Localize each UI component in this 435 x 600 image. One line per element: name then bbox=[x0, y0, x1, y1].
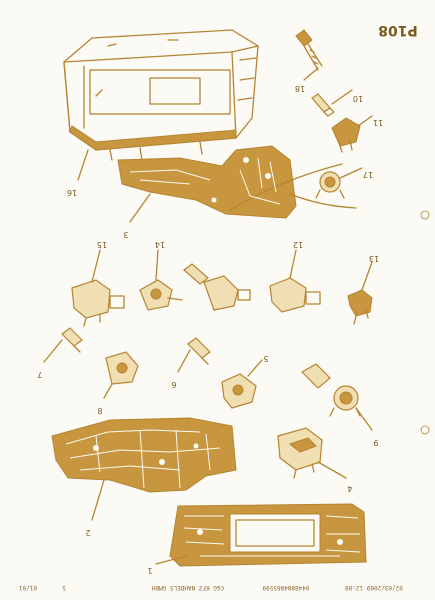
footer-page-total: 01/01 bbox=[19, 584, 37, 591]
callout-18: 18 bbox=[295, 67, 319, 93]
callout-6: 6 bbox=[171, 349, 191, 389]
callout-10: 10 bbox=[331, 89, 363, 105]
part-8-socket[interactable] bbox=[105, 351, 139, 385]
part-15-socket[interactable] bbox=[71, 279, 125, 327]
footer-page: 5 bbox=[62, 584, 66, 591]
svg-text:12: 12 bbox=[293, 240, 303, 249]
svg-text:8: 8 bbox=[97, 406, 102, 415]
part-9-bulb-holder[interactable] bbox=[301, 363, 361, 417]
part-11-socket[interactable] bbox=[331, 117, 361, 153]
svg-text:10: 10 bbox=[353, 94, 363, 103]
svg-text:1: 1 bbox=[147, 566, 152, 575]
svg-text:13: 13 bbox=[369, 254, 379, 263]
svg-text:9: 9 bbox=[373, 438, 378, 447]
part-4-connector[interactable] bbox=[277, 427, 323, 479]
part-1-display-board[interactable] bbox=[169, 503, 367, 567]
svg-text:17: 17 bbox=[363, 170, 373, 179]
part-17-bulb-holder[interactable] bbox=[315, 171, 345, 199]
part-10-bulb[interactable] bbox=[311, 93, 335, 117]
part-14-socket[interactable] bbox=[139, 279, 183, 311]
svg-text:7: 7 bbox=[37, 370, 42, 379]
callout-15: 15 bbox=[91, 240, 107, 283]
footer-phone: 0448884865599 bbox=[262, 584, 309, 591]
callout-2: 2 bbox=[85, 479, 105, 537]
svg-text:18: 18 bbox=[295, 84, 305, 93]
page-reference: P108 bbox=[378, 22, 417, 38]
part-16-cluster-housing[interactable] bbox=[63, 29, 259, 161]
part-5-socket[interactable] bbox=[221, 373, 257, 409]
part-13-clip[interactable] bbox=[347, 289, 373, 325]
callout-5: 5 bbox=[247, 354, 269, 377]
callout-14: 14 bbox=[155, 240, 165, 281]
callout-11: 11 bbox=[357, 115, 383, 127]
svg-text:6: 6 bbox=[171, 380, 176, 389]
svg-text:16: 16 bbox=[67, 188, 77, 197]
callout-1: 1 bbox=[147, 555, 187, 575]
callout-9: 9 bbox=[355, 407, 379, 447]
callout-13: 13 bbox=[361, 254, 379, 291]
callout-8: 8 bbox=[97, 383, 113, 415]
fax-footer: 02/03/2009 12:09 0448884865599 C&G KFZ N… bbox=[19, 584, 403, 591]
callout-3: 3 bbox=[123, 193, 151, 239]
callout-4: 4 bbox=[317, 461, 353, 493]
svg-text:5: 5 bbox=[263, 354, 268, 363]
svg-text:3: 3 bbox=[123, 230, 128, 239]
footer-date-time: 02/03/2009 12:09 bbox=[345, 584, 403, 591]
part-6-bulb-upper[interactable] bbox=[183, 263, 251, 311]
part-2-circuit-board[interactable] bbox=[51, 417, 237, 493]
part-7-bulb[interactable] bbox=[61, 327, 83, 353]
callout-7: 7 bbox=[37, 339, 63, 379]
part-12-socket[interactable] bbox=[269, 277, 321, 313]
callout-12: 12 bbox=[289, 240, 303, 279]
svg-text:14: 14 bbox=[155, 240, 165, 249]
part-3-flex-circuit[interactable] bbox=[117, 145, 357, 219]
part-18-screw[interactable] bbox=[295, 29, 323, 71]
punch-hole-top bbox=[420, 210, 430, 220]
callout-17: 17 bbox=[339, 167, 373, 179]
svg-text:15: 15 bbox=[97, 240, 107, 249]
callout-16: 16 bbox=[67, 149, 89, 197]
punch-hole-bottom bbox=[420, 425, 430, 435]
svg-text:4: 4 bbox=[347, 484, 352, 493]
part-6-bulb-lower[interactable] bbox=[187, 337, 211, 365]
svg-text:2: 2 bbox=[85, 528, 90, 537]
svg-text:11: 11 bbox=[373, 118, 383, 127]
footer-company: C&G KFZ NAHDELS GMBH bbox=[151, 584, 224, 591]
